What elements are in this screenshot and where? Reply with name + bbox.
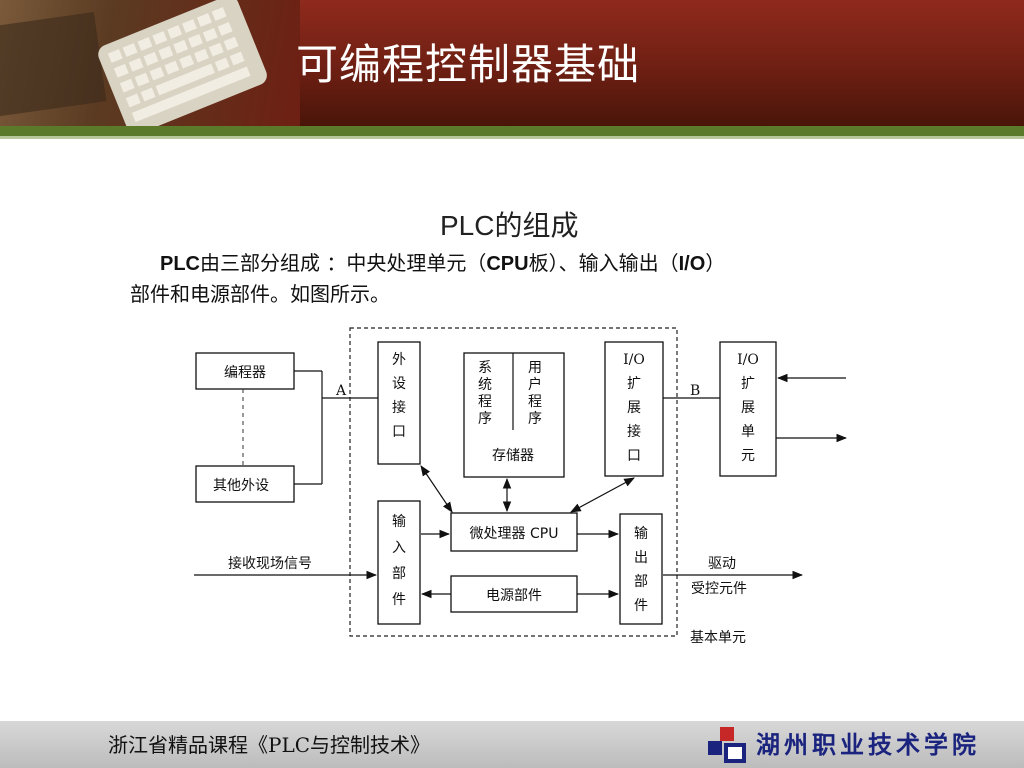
input-unit-char-3: 部 [392,566,406,582]
receive-field-signal-label: 接收现场信号 [228,555,312,572]
output-unit-char-2: 出 [634,550,648,566]
college-name: 湖州职业技术学院 [756,730,980,759]
peripheral-interface-box [377,341,421,465]
peripheral-interface-char-1: 外 [392,352,406,368]
system-program-char-2: 统 [478,377,492,393]
output-unit-char-3: 部 [634,574,648,590]
power-unit-label: 电源部件 [486,588,542,604]
desc-io: I/O [678,253,706,275]
controlled-element-label: 受控元件 [691,581,747,597]
memory-box [463,352,565,478]
io-expansion-unit-char-3: 展 [741,400,755,416]
description-line-2: 部件和电源部件。如图所示。 [130,282,390,306]
user-program-char-2: 户 [528,376,542,393]
output-unit-box [619,513,663,625]
io-expansion-unit-char-5: 元 [741,448,755,464]
peripheral-interface-char-3: 接 [392,399,406,416]
system-program-char-4: 序 [478,411,492,427]
header-banner: 可编程控制器基础 [0,0,1024,126]
programmer-label: 编程器 [224,365,266,381]
input-unit-char-4: 件 [392,592,406,608]
system-program-char-1: 系 [478,360,492,376]
other-peripherals-label: 其他外设 [213,478,269,494]
io-expansion-interface-char-2: 扩 [627,376,641,392]
description-text: PLC由三部分组成 ：中央处理单元（CPU板）、输入输出（I/O） 部件和电源部… [130,248,920,309]
section-subtitle: PLC的组成 [440,210,579,241]
system-program-char-3: 程 [478,394,492,410]
keyboard-photo [0,0,300,126]
drive-label: 驱动 [708,556,736,572]
output-unit-char-1: 输 [634,526,648,542]
desc-cpu: CPU [486,253,529,275]
io-expansion-unit-char-4: 单 [741,424,755,440]
io-expansion-unit-char-1: I/O [737,352,759,368]
user-program-char-1: 用 [528,360,542,376]
memory-label: 存储器 [492,448,534,464]
input-unit-char-1: 输 [392,514,406,530]
header-divider [0,126,1024,136]
peripheral-interface-char-4: 口 [392,424,406,440]
footer-bar: 浙江省精品课程《PLC与控制技术》 湖州职业技术学院 [0,721,1024,768]
user-program-char-4: 序 [528,411,542,427]
input-unit-char-2: 入 [392,540,406,556]
page-title: 可编程控制器基础 [296,40,641,89]
io-expansion-unit-char-2: 扩 [741,376,755,392]
output-unit-char-4: 件 [634,598,648,614]
io-expansion-interface-char-3: 展 [627,400,641,416]
io-expansion-interface-char-4: 接 [627,423,641,440]
io-expansion-unit-box [719,341,777,477]
input-unit-box [377,500,421,625]
header-divider-light [0,136,1024,139]
description-line-1: PLC由三部分组成 ：中央处理单元（CPU板）、输入输出（I/O） [130,248,920,279]
io-expansion-interface-box [604,341,664,477]
io-expansion-interface-char-5: 口 [627,448,641,464]
io-expansion-interface-char-1: I/O [623,352,645,368]
desc-part-6: ） [705,251,726,275]
interface-cpu-arrow [420,465,453,513]
other-peripherals-box [195,465,295,503]
desc-part-4: 板）、输入输出（ [528,251,679,275]
basic-unit-boundary [349,327,678,637]
label-a: A [335,383,347,399]
cpu-expansion-arrow [570,477,635,513]
keyboard-illustration-icon [0,0,267,126]
cpu-box [450,512,578,552]
peripheral-interface-char-2: 设 [392,376,406,392]
college-logo-icon [708,727,746,763]
user-program-char-3: 程 [528,394,542,410]
course-name: 浙江省精品课程《PLC与控制技术》 [108,733,431,757]
desc-part-2: 由三部分组成 ：中央处理单元（ [200,251,487,275]
desc-plc: PLC [160,253,200,275]
cpu-label: 微处理器 CPU [470,526,559,542]
basic-unit-label: 基本单元 [690,629,746,646]
label-b: B [690,383,700,399]
